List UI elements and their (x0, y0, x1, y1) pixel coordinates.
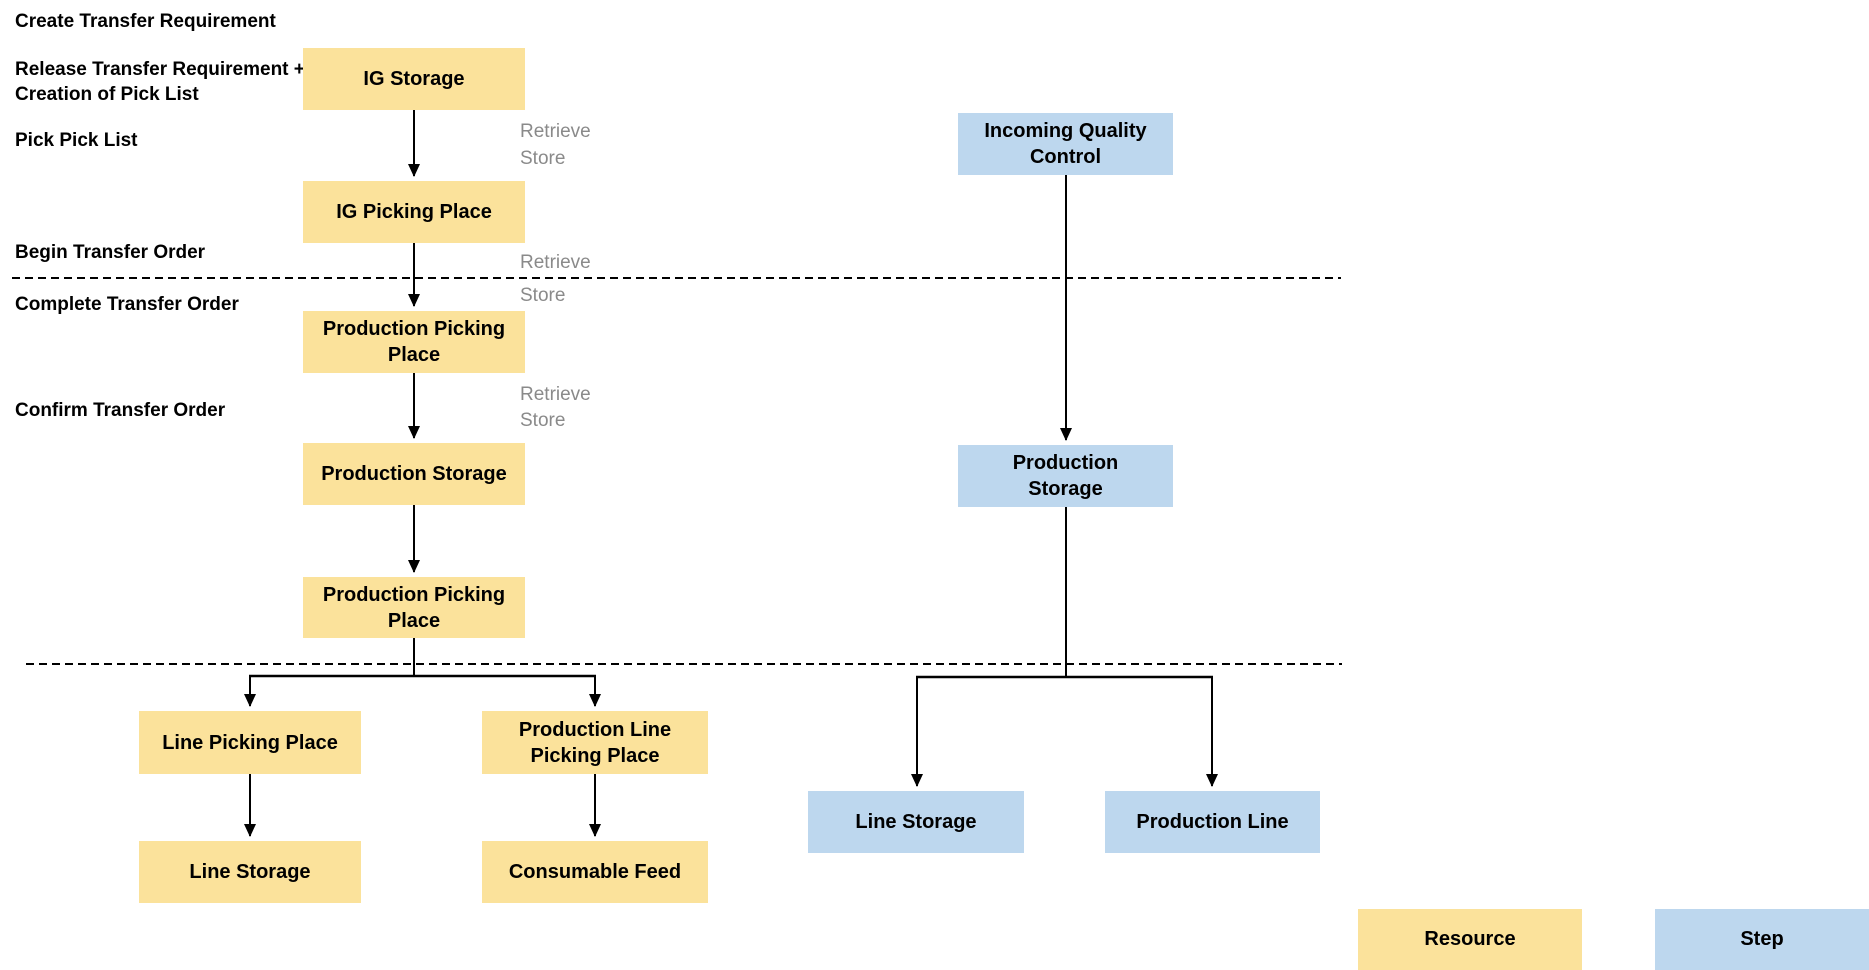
step-box-production-line: Production Line (1105, 791, 1320, 853)
phase-label-pick-pick-list: Pick Pick List (15, 130, 138, 151)
resource-box-line-storage: Line Storage (139, 841, 361, 903)
phase-label-confirm-transfer-order: Confirm Transfer Order (15, 400, 226, 421)
resource-box-production-picking-place-1: Production Picking Place (303, 311, 525, 373)
edge-label-store-3: Store (520, 410, 566, 431)
resource-box-production-storage: Production Storage (303, 443, 525, 505)
resource-box-line-picking-place: Line Picking Place (139, 711, 361, 774)
edge-label-retrieve-1: Retrieve (520, 121, 591, 142)
phase-label-create-transfer-requirement: Create Transfer Requirement (15, 11, 276, 32)
step-box-production-storage: Production Storage (958, 445, 1173, 507)
resource-box-ig-storage: IG Storage (303, 48, 525, 110)
edge-label-store-2: Store (520, 285, 566, 306)
resource-box-production-line-picking-place: Production Line Picking Place (482, 711, 708, 774)
edge-label-store-1: Store (520, 148, 566, 169)
resource-box-ig-picking-place: IG Picking Place (303, 181, 525, 243)
step-box-incoming-quality-control: Incoming Quality Control (958, 113, 1173, 175)
resource-box-production-picking-place-2: Production Picking Place (303, 577, 525, 638)
phase-label-release-transfer-requirement: Release Transfer Requirement + Creation … (15, 59, 305, 105)
edge-label-retrieve-2: Retrieve (520, 252, 591, 273)
phase-label-complete-transfer-order: Complete Transfer Order (15, 294, 239, 315)
legend-resource: Resource (1358, 909, 1582, 970)
step-box-line-storage: Line Storage (808, 791, 1024, 853)
phase-label-begin-transfer-order: Begin Transfer Order (15, 242, 206, 263)
legend-step: Step (1655, 909, 1869, 970)
edge-label-retrieve-3: Retrieve (520, 384, 591, 405)
resource-box-consumable-feed: Consumable Feed (482, 841, 708, 903)
